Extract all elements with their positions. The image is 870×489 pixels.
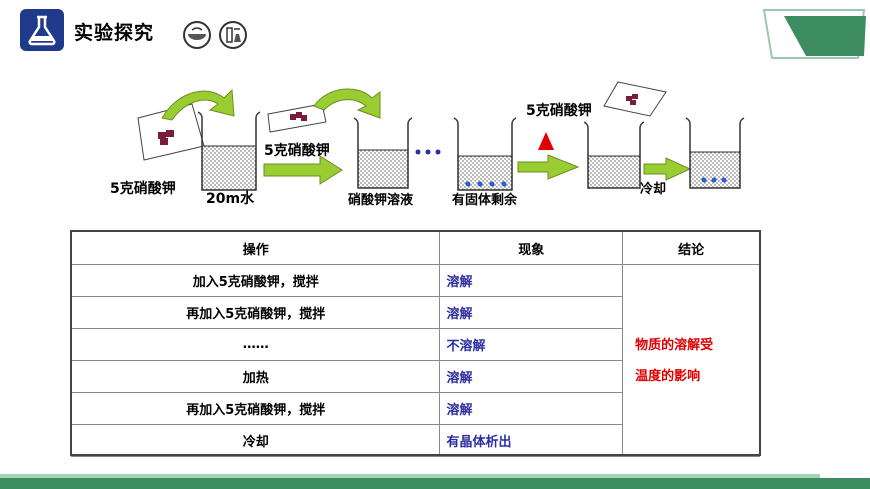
bowl-icon <box>183 21 211 49</box>
footer-accent <box>0 474 820 478</box>
table-row: …… 不溶解 <box>70 328 760 361</box>
experiment-table: 操作 现象 结论 加入5克硝酸钾，搅拌 溶解 物质的溶解受 温度的影响 再加入5… <box>70 231 760 457</box>
phenomenon-cell: 溶解 <box>439 264 624 297</box>
phenomenon-cell: 溶解 <box>439 360 624 393</box>
beaker-3 <box>453 117 517 191</box>
beaker-1 <box>197 111 261 191</box>
beaker-5 <box>685 117 745 189</box>
corner-decoration <box>762 9 866 59</box>
conclusion-line-1: 物质的溶解受 <box>635 337 714 353</box>
table-row: 加入5克硝酸钾，搅拌 溶解 物质的溶解受 温度的影响 <box>70 264 760 457</box>
phenomenon-cell: 溶解 <box>439 296 624 329</box>
label-potassium-5g-left: 5克硝酸钾 <box>110 181 176 197</box>
label-solid-remains: 有固体剩余 <box>452 193 518 208</box>
paper-with-salt-2 <box>267 103 327 133</box>
flask-icon <box>28 15 56 46</box>
beaker-2 <box>353 117 413 189</box>
label-potassium-5g-mid: 5克硝酸钾 <box>264 143 330 159</box>
table-row: 冷却 有晶体析出 <box>70 424 760 457</box>
phenomenon-cell: 不溶解 <box>439 328 624 361</box>
header-operation: 操作 <box>70 231 441 265</box>
footer-bar <box>0 478 870 489</box>
label-water: 20m水 <box>206 191 255 207</box>
beaker-4 <box>583 121 645 189</box>
table-header-row: 操作 现象 结论 <box>70 231 760 265</box>
straight-arrow-1 <box>263 155 343 185</box>
operation-cell: 加热 <box>70 360 441 393</box>
straight-arrow-3 <box>643 157 692 181</box>
table-row: 加热 溶解 <box>70 360 760 393</box>
table-row: 再加入5克硝酸钾，搅拌 溶解 <box>70 296 760 329</box>
operation-cell: …… <box>70 328 441 361</box>
header-phenomenon: 现象 <box>439 231 624 265</box>
phenomenon-cell: 溶解 <box>439 392 624 425</box>
operation-cell: 再加入5克硝酸钾，搅拌 <box>70 392 441 425</box>
operation-cell: 冷却 <box>70 424 441 457</box>
operation-cell: 再加入5克硝酸钾，搅拌 <box>70 296 441 329</box>
table-row: 再加入5克硝酸钾，搅拌 溶解 <box>70 392 760 425</box>
operation-cell: 加入5克硝酸钾，搅拌 <box>70 264 441 297</box>
label-cool: 冷却 <box>640 182 667 197</box>
straight-arrow-2 <box>517 154 580 180</box>
header-conclusion: 结论 <box>622 231 760 265</box>
curved-arrow-1 <box>161 88 235 121</box>
label-solution: 硝酸钾溶液 <box>348 193 414 208</box>
label-potassium-5g-right: 5克硝酸钾 <box>526 103 592 119</box>
curved-arrow-2 <box>313 88 381 119</box>
flask-logo <box>20 9 64 51</box>
experiment-diagram <box>137 81 745 191</box>
phenomenon-cell: 有晶体析出 <box>439 424 624 457</box>
conclusion-cell: 物质的溶解受 温度的影响 <box>622 264 760 457</box>
page-title: 实验探究 <box>74 22 155 44</box>
paper-with-salt-3 <box>603 81 667 117</box>
conclusion-line-2: 温度的影响 <box>635 368 701 384</box>
lab-icon <box>219 21 247 49</box>
flame-icon <box>538 132 554 150</box>
